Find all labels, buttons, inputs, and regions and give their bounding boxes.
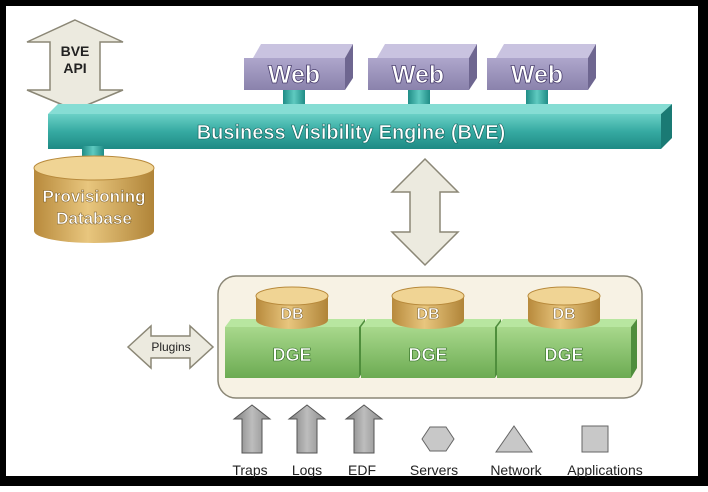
hexagon-icon: [421, 426, 455, 452]
up-arrow-icon: [287, 404, 327, 454]
bve-label: Business Visibility Engine (BVE): [197, 122, 506, 144]
db-label: DB: [416, 306, 439, 323]
bve-api-label-line1: BVE: [61, 43, 90, 59]
dge-node-3: DGE DB: [497, 286, 637, 378]
plugins-label: Plugins: [151, 340, 190, 354]
source-edf: EDF: [344, 404, 384, 478]
db-label: DB: [552, 306, 575, 323]
source-label: Logs: [292, 462, 322, 478]
provisioning-database: Provisioning Database: [33, 146, 155, 243]
web-server-2: Web: [368, 44, 477, 116]
provisioning-label-line2: Database: [56, 209, 132, 228]
source-applications: Applications: [567, 425, 643, 478]
source-label: Traps: [232, 462, 267, 478]
triangle-icon: [495, 425, 533, 453]
db-label: DB: [280, 306, 303, 323]
up-arrow-icon: [232, 404, 272, 454]
source-logs: Logs: [287, 404, 327, 478]
dge-node-1: DGE DB: [225, 286, 365, 378]
dge-label: DGE: [544, 345, 583, 365]
dge-label: DGE: [272, 345, 311, 365]
source-label: Applications: [567, 462, 643, 478]
web-label: Web: [268, 61, 320, 89]
web-server-3: Web: [487, 44, 596, 116]
bve-bar: Business Visibility Engine (BVE): [48, 104, 672, 149]
web-label: Web: [392, 61, 444, 89]
dge-label: DGE: [408, 345, 447, 365]
web-label: Web: [511, 61, 563, 89]
web-server-1: Web: [244, 44, 353, 116]
source-label: Servers: [410, 462, 458, 478]
plugins-arrow: Plugins: [126, 324, 215, 370]
source-label: Network: [490, 462, 542, 478]
bve-api-label-line2: API: [63, 60, 86, 76]
source-label: EDF: [348, 462, 376, 478]
source-servers: Servers: [410, 426, 458, 478]
bve-dge-double-arrow: [390, 157, 460, 267]
up-arrow-icon: [344, 404, 384, 454]
bve-api-arrow: BVE API: [26, 19, 124, 111]
source-network: Network: [490, 425, 543, 478]
square-icon: [581, 425, 609, 453]
architecture-diagram: BVE API Web Web Web Business Visibility …: [26, 19, 672, 478]
provisioning-label-line1: Provisioning: [43, 187, 146, 206]
source-traps: Traps: [232, 404, 272, 478]
